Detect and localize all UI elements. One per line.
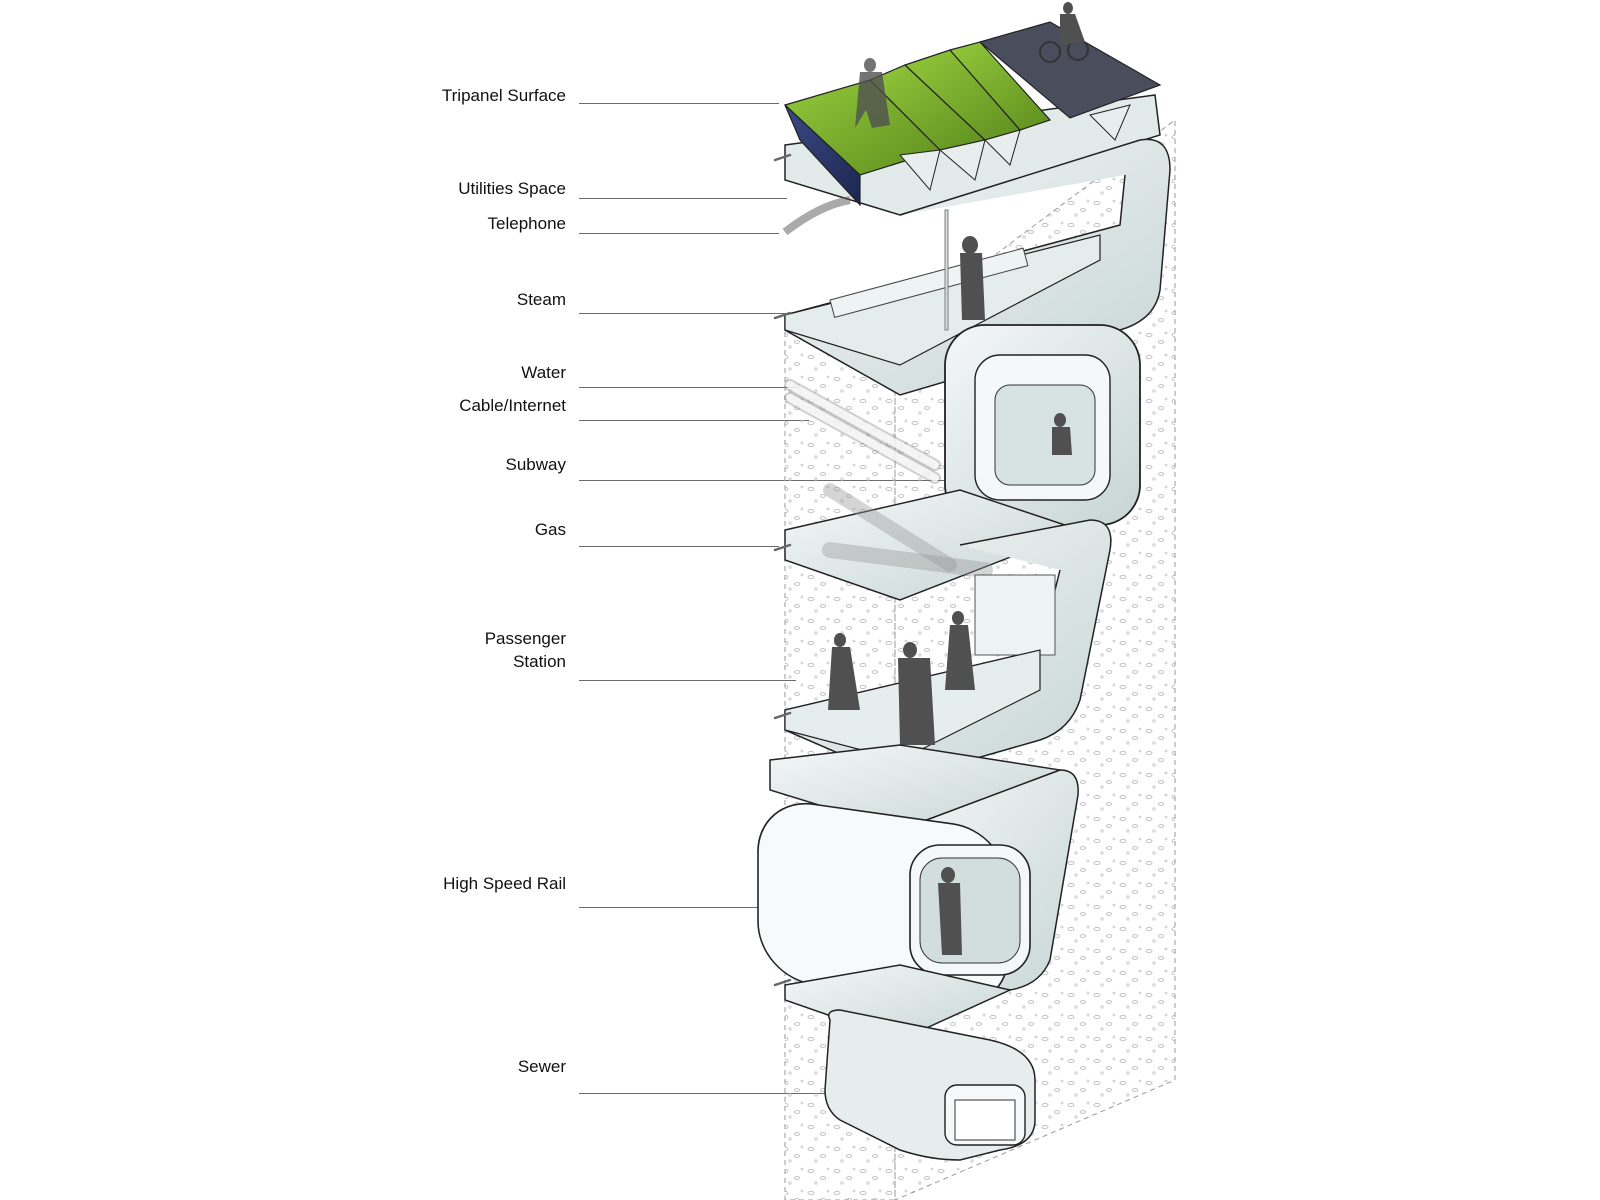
gas-pipe-slab bbox=[784, 483, 1083, 601]
label-water: Water bbox=[521, 363, 566, 382]
label-telephone: Telephone bbox=[487, 214, 566, 233]
label-utilities-space: Utilities Space bbox=[458, 179, 566, 198]
leader-line-cable-internet bbox=[579, 420, 809, 421]
leader-line-tripanel-surface bbox=[579, 103, 779, 104]
leader-line-passenger-station bbox=[579, 680, 796, 681]
leader-line-high-speed-rail bbox=[579, 907, 804, 908]
label-steam: Steam bbox=[516, 290, 566, 309]
tripanel-surface bbox=[783, 2, 1162, 216]
leader-line-sewer bbox=[579, 1093, 914, 1094]
leader-line-steam bbox=[579, 313, 839, 314]
label-high-speed-rail: High Speed Rail bbox=[443, 874, 566, 893]
high-speed-rail bbox=[757, 744, 1079, 1041]
label-tripanel-surface: Tripanel Surface bbox=[441, 86, 566, 105]
label-gas: Gas bbox=[534, 520, 566, 539]
label-passenger-station-line1: Passenger bbox=[484, 629, 566, 648]
sewer bbox=[824, 1009, 1036, 1161]
water-cable-pipes bbox=[784, 379, 941, 484]
subway-tunnel bbox=[944, 324, 1141, 526]
label-passenger-station-line2: Station bbox=[513, 652, 566, 671]
leader-line-gas bbox=[579, 546, 779, 547]
label-subway: Subway bbox=[505, 455, 566, 474]
leader-line-utilities-space bbox=[579, 198, 787, 199]
label-cable-internet: Cable/Internet bbox=[459, 396, 566, 415]
leader-line-water bbox=[579, 387, 799, 388]
label-sewer: Sewer bbox=[517, 1057, 566, 1076]
leader-line-telephone bbox=[579, 233, 779, 234]
rebar-stubs bbox=[773, 153, 792, 987]
passenger-station bbox=[784, 519, 1112, 781]
